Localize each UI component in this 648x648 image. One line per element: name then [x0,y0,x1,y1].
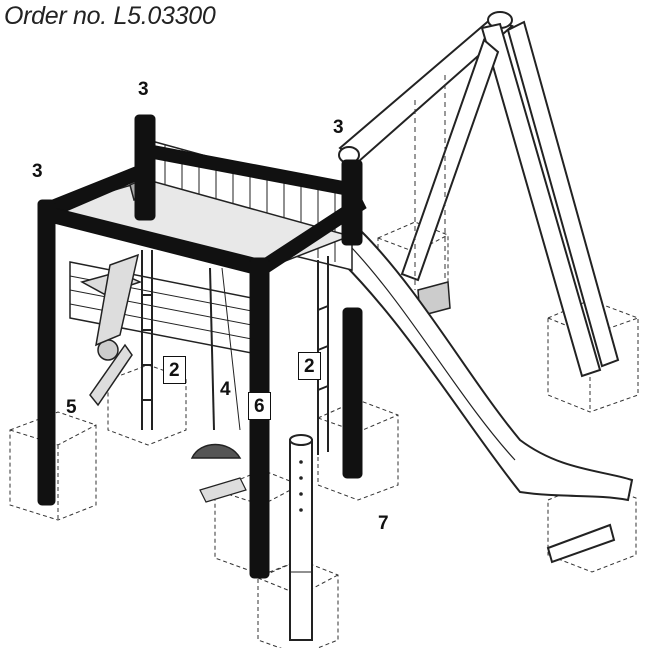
callout-7: 7 [378,513,389,534]
callout-2-right: 2 [298,352,321,380]
callout-4: 4 [220,379,231,400]
swing-leg-right-a [480,22,602,378]
slide-exit [546,523,616,564]
swing-leg-left [400,38,500,282]
callout-6: 6 [248,392,271,420]
order-number-title: Order no. L5.03300 [4,2,216,30]
rope-swing [190,267,247,503]
tower-post-rear-right [341,159,363,246]
callout-5: 5 [66,397,77,418]
swing-chains [414,75,446,290]
callout-2-left: 2 [163,356,186,384]
swing-leg-right-b [506,20,620,368]
swing-frame [338,11,620,378]
slide [341,230,634,564]
callout-3-left: 3 [32,161,43,182]
tower-post-back-right [342,307,363,479]
foundation-block-left [9,411,97,521]
ladders [141,250,329,455]
callout-3-right: 3 [333,117,344,138]
callout-3-top: 3 [138,79,149,100]
foundation-block-slide [547,481,637,573]
pole-7 [289,434,313,641]
slide-chute [341,230,634,502]
tower-post-rear-left [134,114,156,221]
tower-post-front-left [37,199,56,506]
